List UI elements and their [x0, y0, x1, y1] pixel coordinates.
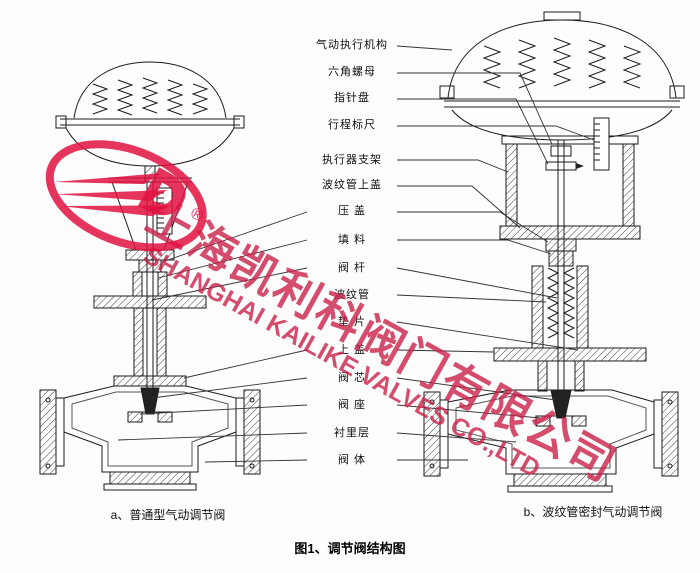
- part-label-bellows-top-cover: 波纹管上盖: [322, 179, 382, 191]
- caption-valve-a: a、普通型气动调节阀: [110, 508, 226, 522]
- part-label-travel-scale: 行程标尺: [328, 119, 376, 131]
- part-label-actuator: 气动执行机构: [316, 39, 388, 51]
- valve-b-diagram: [423, 11, 685, 493]
- figure-caption: 图1、调节阀结构图: [294, 541, 406, 556]
- valve-a-diagram: [39, 61, 261, 491]
- part-label-actuator-bracket: 执行器支架: [322, 154, 382, 166]
- leader-lines: [117, 45, 595, 463]
- part-label-bonnet: 上 盖: [337, 344, 367, 356]
- part-label-bellows: 波纹管: [334, 289, 370, 301]
- part-label-hex-nut: 六角螺母: [328, 66, 376, 78]
- part-label-gland: 压 盖: [337, 205, 367, 217]
- part-label-packing: 填 料: [337, 234, 367, 246]
- part-label-gasket: 垫 片: [337, 316, 367, 328]
- part-label-body: 阀 体: [337, 454, 367, 466]
- caption-valve-b: b、波纹管密封气动调节阀: [523, 505, 663, 519]
- part-label-stem: 阀 杆: [337, 262, 367, 274]
- part-label-pointer-plate: 指针盘: [334, 92, 370, 104]
- part-label-plug: 阀 芯: [337, 372, 367, 384]
- part-label-seat: 阀 座: [337, 399, 367, 411]
- part-label-lining: 衬里层: [334, 427, 370, 439]
